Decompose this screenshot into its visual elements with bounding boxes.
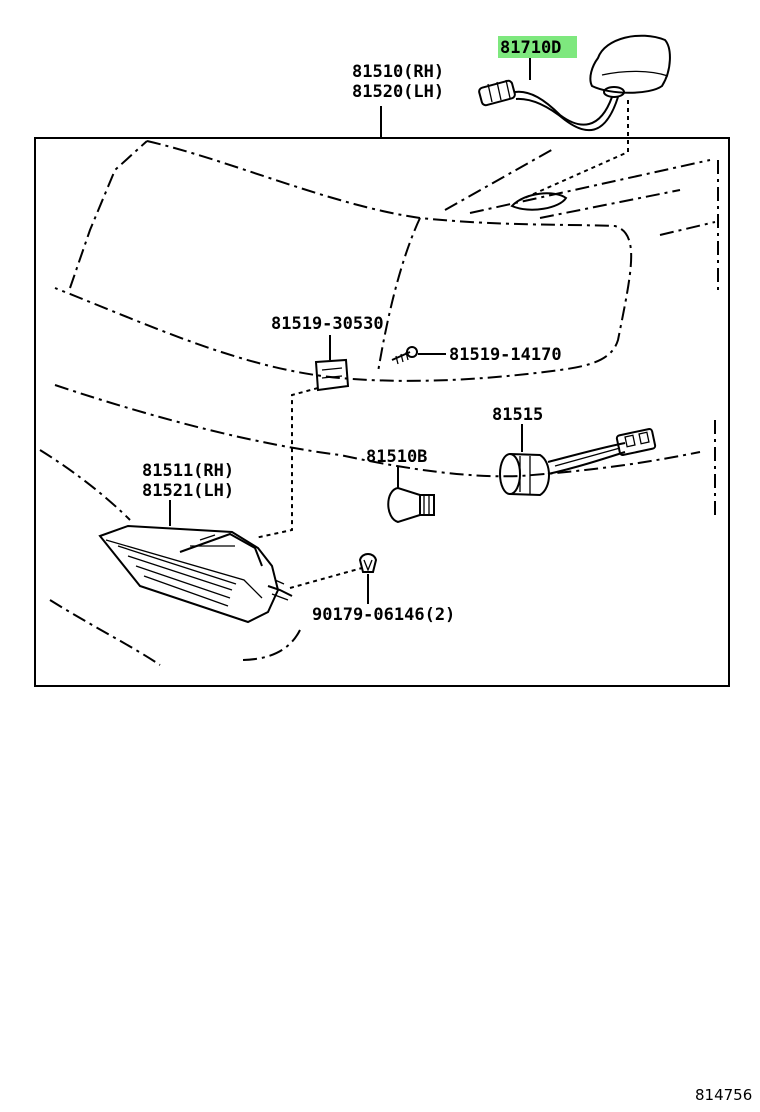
side-marker-lamp [589,34,671,98]
car-body-outline [39,140,719,666]
label-81510-rh[interactable]: 81510(RH) [352,62,444,82]
label-90179-06146[interactable]: 90179-06146(2) [312,605,455,625]
nut-dashed-link [289,567,363,589]
part-highlight [498,36,577,58]
lamp-bulb [387,486,435,524]
label-81515[interactable]: 81515 [492,405,543,425]
label-81710D[interactable]: 81710D [500,38,561,58]
label-81519-14170[interactable]: 81519-14170 [449,345,562,365]
turn-signal-lamp [98,524,293,624]
marker-lamp-opening [510,192,568,211]
marker-leader [519,100,629,201]
clip-dashed-link [254,387,319,539]
marker-wire [514,90,619,132]
diagram-reference-number: 814756 [695,1086,752,1104]
bulb-socket-assy [499,428,657,497]
lamp-clip [314,358,350,392]
label-81510B[interactable]: 81510B [366,447,427,467]
retaining-screw [391,346,418,365]
clip-nut [358,553,378,573]
label-81521-lh[interactable]: 81521(LH) [142,481,234,501]
marker-bulb-socket [478,79,516,107]
label-81511-rh[interactable]: 81511(RH) [142,461,234,481]
label-81519-30530[interactable]: 81519-30530 [271,314,384,334]
label-81520-lh[interactable]: 81520(LH) [352,82,444,102]
